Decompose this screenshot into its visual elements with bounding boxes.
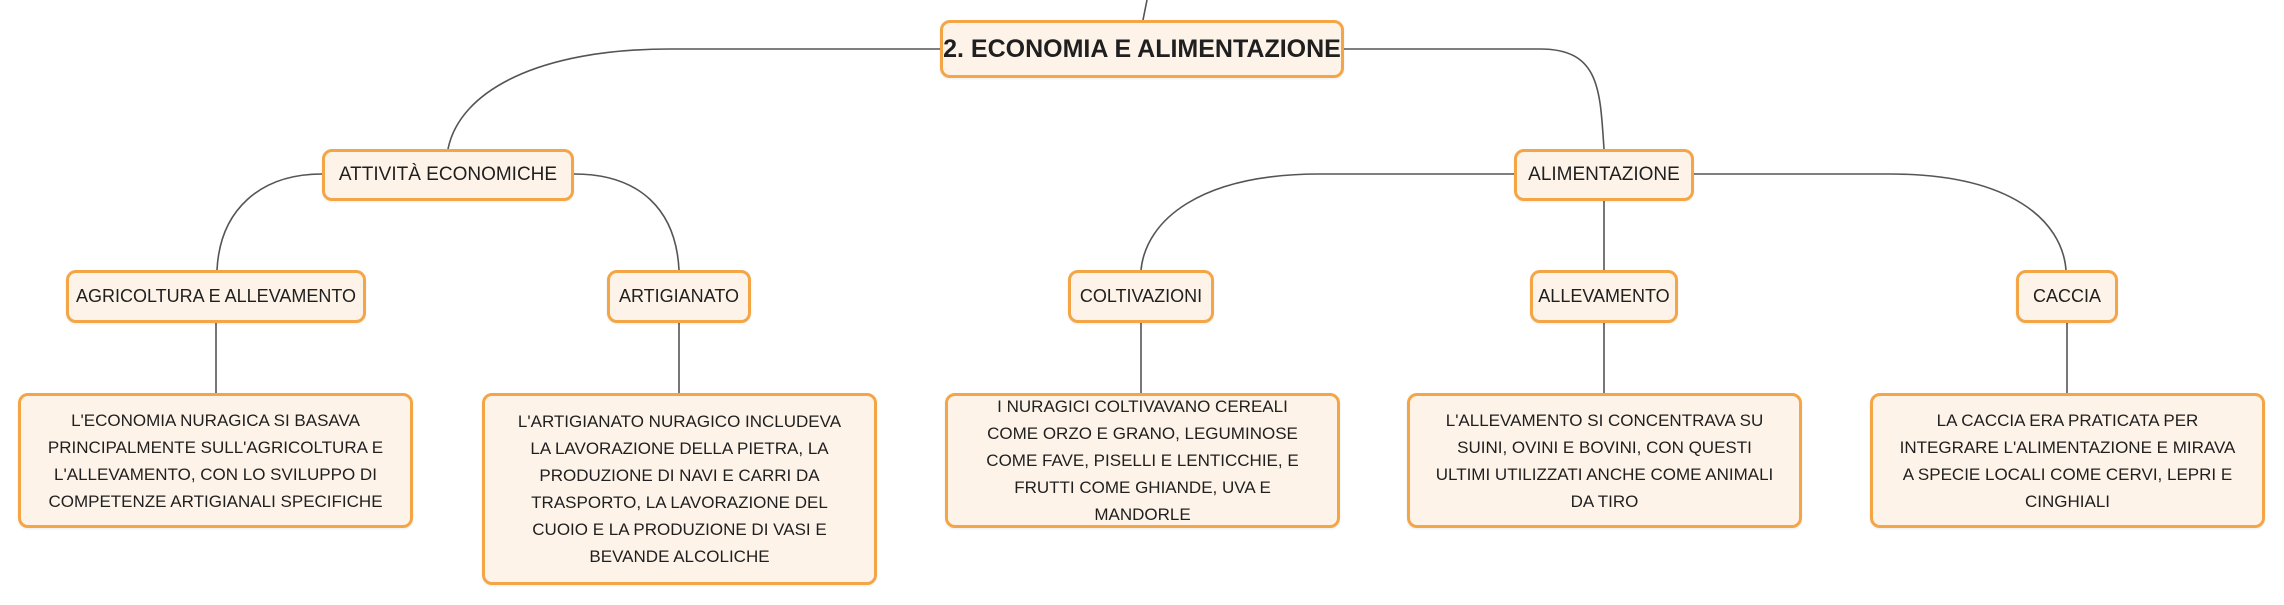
connector-root-alimentazione — [1342, 48, 1605, 150]
subtopic-allevamento[interactable]: ALLEVAMENTO — [1530, 270, 1678, 323]
topic-alimentazione[interactable]: ALIMENTAZIONE — [1514, 149, 1694, 201]
connector-attivita-artigianato — [573, 173, 680, 271]
topic-attivita-economiche[interactable]: ATTIVITÀ ECONOMICHE — [322, 149, 574, 201]
note-coltivazioni[interactable]: I NURAGICI COLTIVAVANO CEREALI COME ORZO… — [945, 393, 1340, 528]
connector-alimentazione-caccia — [1694, 173, 2067, 271]
connector-alimentazione-coltivazioni — [1140, 173, 1514, 271]
subtopic-artigianato[interactable]: ARTIGIANATO — [607, 270, 751, 323]
connector-parent-root — [1142, 0, 1148, 21]
subtopic-caccia[interactable]: CACCIA — [2016, 270, 2118, 323]
note-caccia[interactable]: LA CACCIA ERA PRATICATA PER INTEGRARE L'… — [1870, 393, 2265, 528]
note-agricoltura[interactable]: L'ECONOMIA NURAGICA SI BASAVA PRINCIPALM… — [18, 393, 413, 528]
root-topic[interactable]: 2. ECONOMIA E ALIMENTAZIONE — [940, 20, 1344, 78]
subtopic-agricoltura-allevamento[interactable]: AGRICOLTURA E ALLEVAMENTO — [66, 270, 366, 323]
note-allevamento[interactable]: L'ALLEVAMENTO SI CONCENTRAVA SU SUINI, O… — [1407, 393, 1802, 528]
note-artigianato[interactable]: L'ARTIGIANATO NURAGICO INCLUDEVA LA LAVO… — [482, 393, 877, 585]
connector-root-attivita — [447, 48, 940, 150]
connector-attivita-agricoltura — [216, 173, 323, 271]
subtopic-coltivazioni[interactable]: COLTIVAZIONI — [1068, 270, 1214, 323]
